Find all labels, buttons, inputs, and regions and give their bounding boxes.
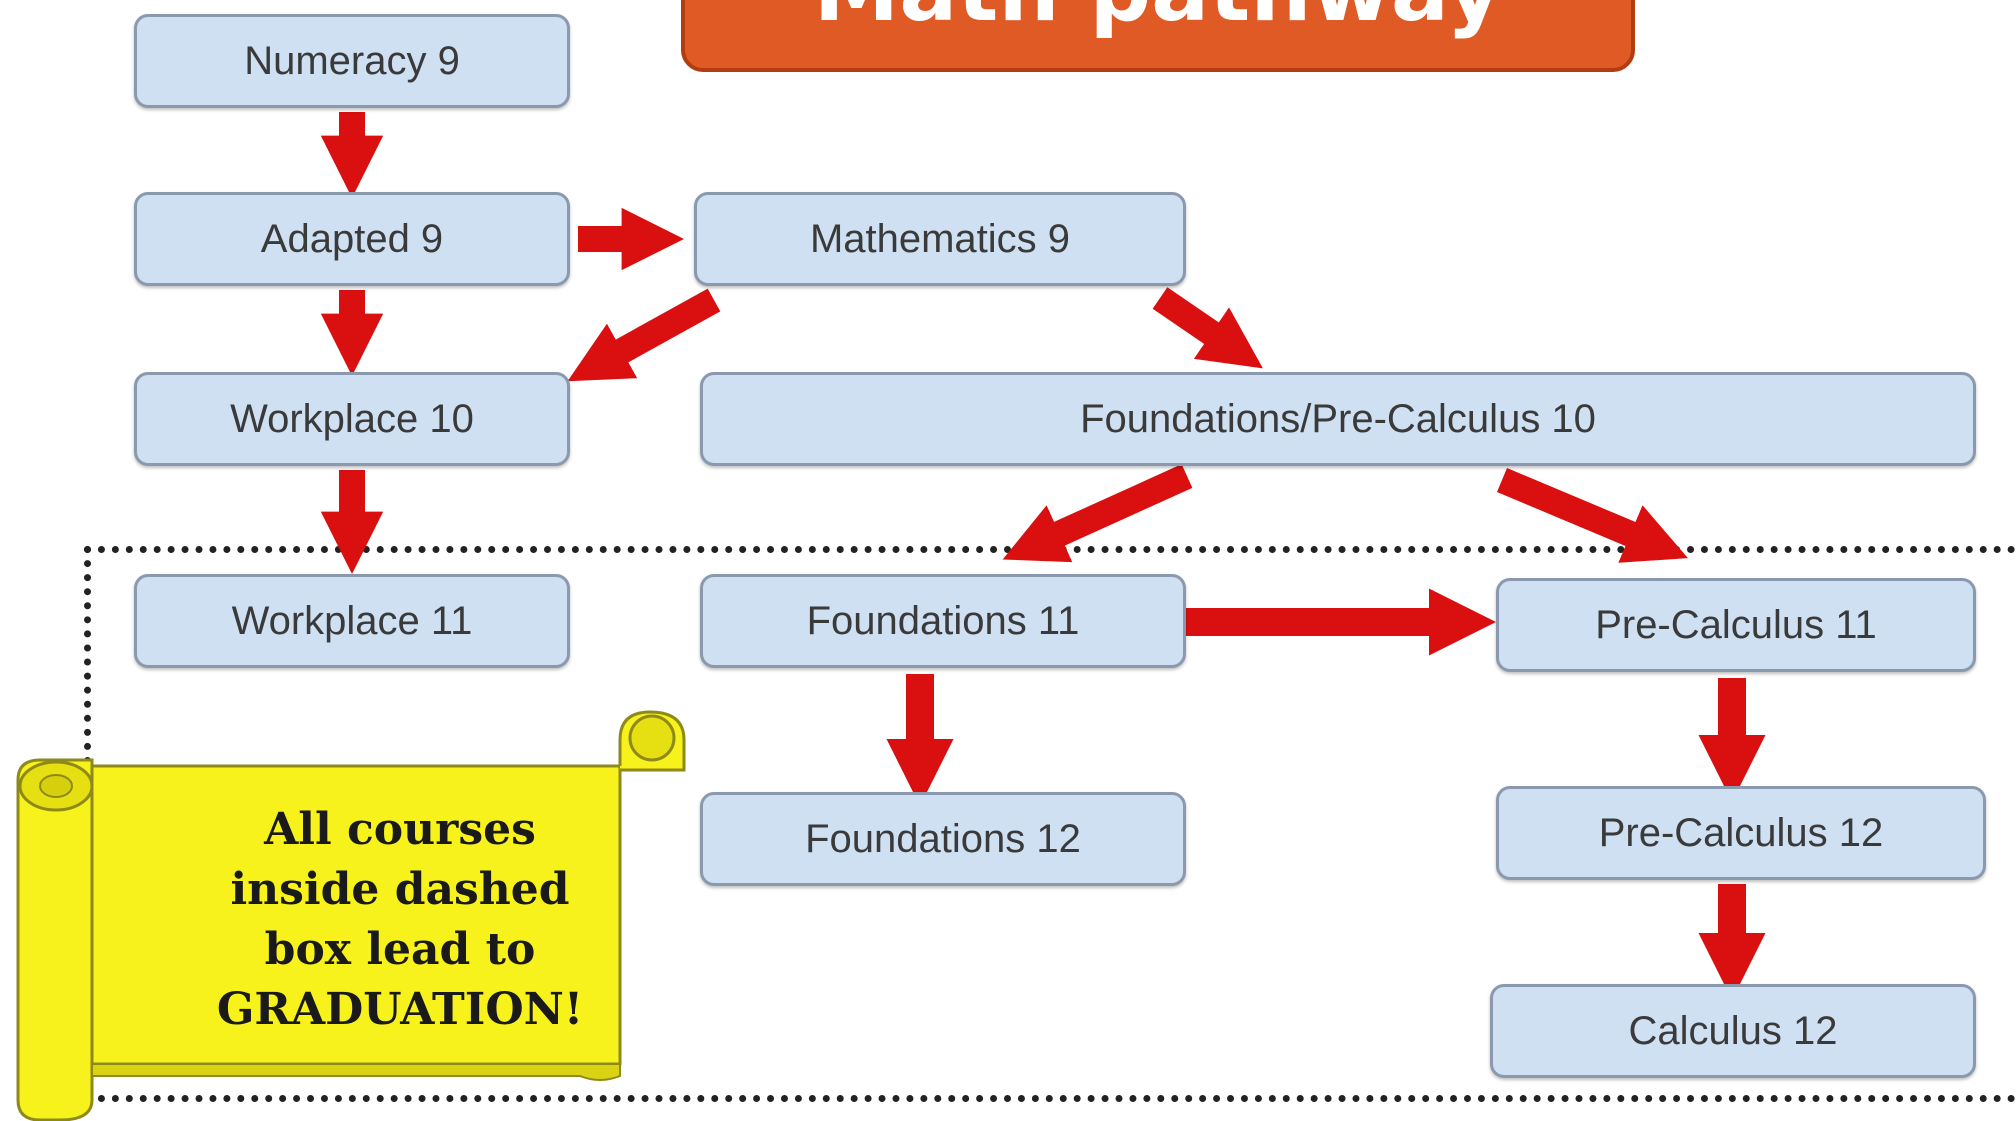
course-foundations-precalculus-10: Foundations/Pre-Calculus 10 xyxy=(700,372,1976,466)
course-workplace-11: Workplace 11 xyxy=(134,574,570,668)
graduation-note: All courses inside dashed box lead to GR… xyxy=(120,795,680,1045)
course-numeracy-9: Numeracy 9 xyxy=(134,14,570,108)
arrow-mathematics-to-workplace10 xyxy=(567,288,721,382)
course-foundations-11: Foundations 11 xyxy=(700,574,1186,668)
page-title: Math pathway xyxy=(814,0,1503,34)
course-mathematics-9: Mathematics 9 xyxy=(694,192,1186,286)
arrow-mathematics-to-foundations-precalc10 xyxy=(1152,287,1263,369)
course-precalculus-11: Pre-Calculus 11 xyxy=(1496,578,1976,672)
course-label: Pre-Calculus 11 xyxy=(1595,602,1877,647)
course-label: Adapted 9 xyxy=(260,216,444,261)
course-precalculus-12: Pre-Calculus 12 xyxy=(1496,786,1986,880)
course-label: Numeracy 9 xyxy=(244,38,460,83)
arrow-fpc10-to-precalc11 xyxy=(1496,468,1688,563)
course-label: Pre-Calculus 12 xyxy=(1598,810,1884,855)
graduation-note-text: All courses inside dashed box lead to GR… xyxy=(216,804,584,1035)
course-label: Workplace 11 xyxy=(231,598,473,643)
course-label: Foundations 12 xyxy=(805,816,1081,861)
course-workplace-10: Workplace 10 xyxy=(134,372,570,466)
scroll-graphic xyxy=(16,710,686,1121)
course-foundations-12: Foundations 12 xyxy=(700,792,1186,886)
arrow-fpc10-to-foundations11 xyxy=(1002,464,1193,563)
course-label: Workplace 10 xyxy=(230,396,474,441)
course-label: Foundations/Pre-Calculus 10 xyxy=(1080,396,1596,441)
course-label: Calculus 12 xyxy=(1628,1008,1838,1053)
course-label: Foundations 11 xyxy=(806,598,1080,643)
course-calculus-12: Calculus 12 xyxy=(1490,984,1976,1078)
course-label: Mathematics 9 xyxy=(809,216,1071,261)
course-adapted-9: Adapted 9 xyxy=(134,192,570,286)
title-banner: Math pathway xyxy=(681,0,1635,72)
